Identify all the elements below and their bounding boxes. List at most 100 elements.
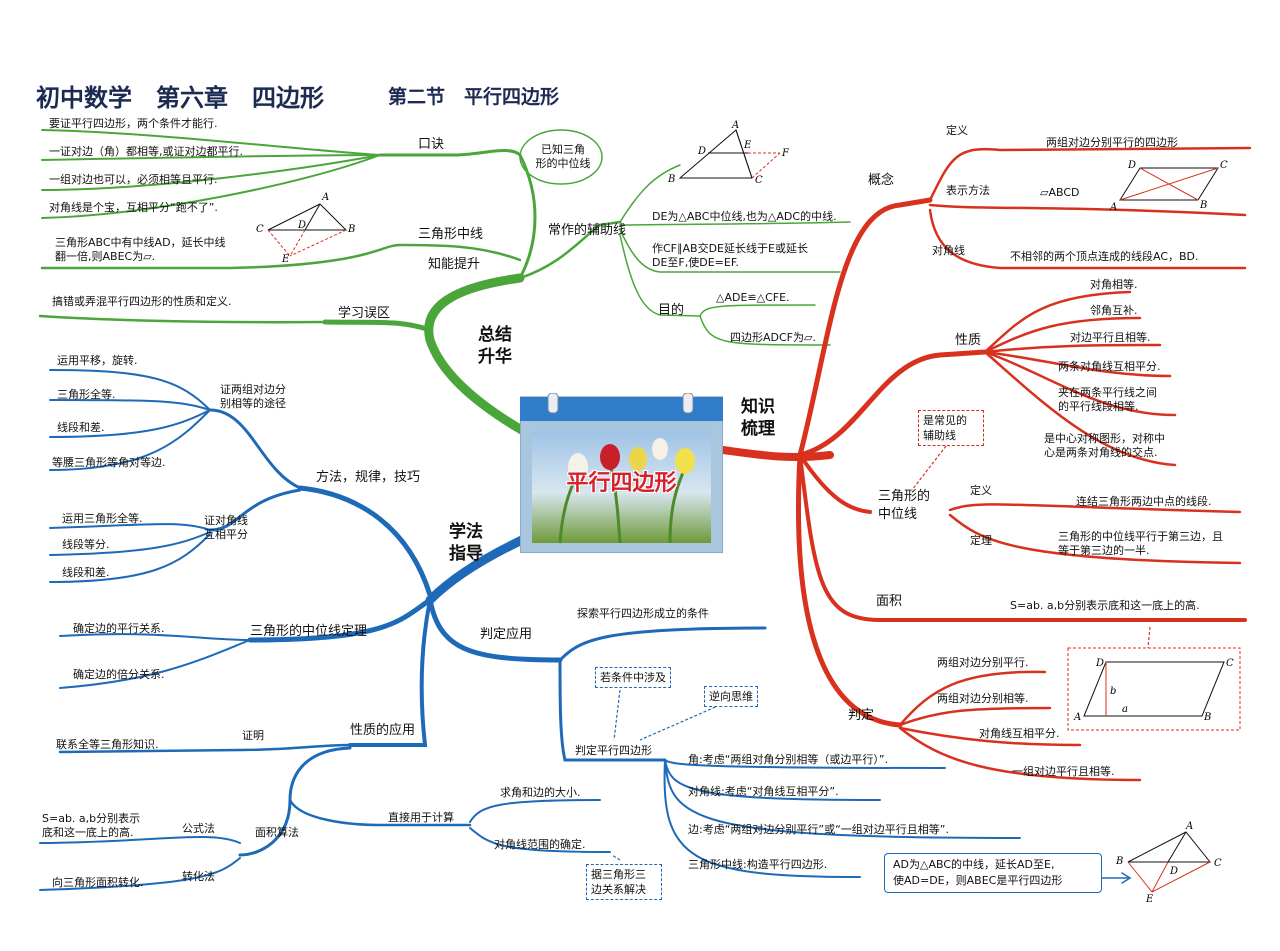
formula-label: 公式法	[182, 822, 215, 835]
area-text: S=ab. a,b分别表示底和这一底上的高.	[1010, 599, 1200, 612]
fig2-label: C	[256, 224, 264, 235]
fig5-label: E	[1145, 894, 1154, 905]
midline-note: 是常见的辅助线	[918, 410, 984, 446]
methods-g2-item: 线段等分.	[62, 538, 110, 551]
koujue-item: 一证对边（角）都相等,或证对边都平行.	[49, 145, 243, 158]
green-midline-text: 三角形ABC中有中线AD，延长中线翻一倍,则ABEC为▱.	[55, 236, 226, 263]
methods-g2-label[interactable]: 证对角线互相平分	[204, 514, 248, 541]
midtheorem-item: 确定边的平行关系.	[73, 622, 165, 635]
page-title: 初中数学 第六章 四边形	[36, 84, 324, 112]
proof-label[interactable]: 证明	[242, 729, 264, 742]
red-branches	[719, 146, 1252, 782]
green-branches	[38, 129, 851, 437]
fig3-label: C	[1220, 160, 1228, 171]
judgeapp-item: 角:考虑“两组对角分别相等（或边平行）”.	[688, 753, 889, 766]
formula-text: S=ab. a,b分别表示底和这一底上的高.	[42, 812, 141, 839]
aux-purpose-2: 四边形ADCF为▱.	[730, 331, 816, 344]
green-midline-label[interactable]: 三角形中线	[418, 227, 484, 242]
judgeapp-note2: 逆向思维	[704, 686, 758, 707]
mistake-text: 搞错或弄混平行四边形的性质和定义.	[52, 295, 232, 308]
area-method-label[interactable]: 面积算法	[255, 826, 299, 839]
figure-triangle-median: A C D B E	[256, 192, 355, 265]
judge-item: 一组对边平行且相等.	[1012, 765, 1115, 778]
koujue-item: 要证平行四边形，两个条件才能行.	[49, 117, 218, 130]
koujue-item: 一组对边也可以，必须相等且平行.	[49, 173, 218, 186]
judgeapp-item: 三角形中线:构造平行四边形.	[688, 858, 828, 871]
methods-label[interactable]: 方法，规律，技巧	[316, 470, 421, 485]
center-title: 平行四边形	[566, 471, 677, 496]
fig2-label: B	[347, 224, 355, 235]
fig4-label: a	[1122, 704, 1128, 715]
props-item: 对角相等.	[1090, 278, 1138, 291]
concept-notation-label: 表示方法	[946, 184, 990, 197]
fig2-label: A	[321, 192, 329, 203]
judgeapp-judge[interactable]: 判定平行四边形	[575, 744, 652, 757]
fig2-label: D	[297, 220, 306, 231]
calc-item: 求角和边的大小.	[500, 786, 581, 799]
midtheorem-label[interactable]: 三角形的中位线定理	[250, 624, 368, 639]
judgeapp-explore: 探索平行四边形成立的条件	[577, 607, 709, 620]
fig5-label: C	[1214, 858, 1222, 869]
fig3-label: B	[1199, 200, 1207, 211]
aux-label[interactable]: 常作的辅助线	[548, 223, 627, 238]
hub-method[interactable]: 学法指导	[449, 522, 483, 564]
concept-def-label: 定义	[946, 124, 968, 137]
methods-g1-item: 运用平移，旋转.	[57, 354, 138, 367]
aux-line1: DE为△ABC中位线,也为△ADC的中线.	[652, 210, 837, 223]
judgeapp-label[interactable]: 判定应用	[480, 627, 533, 642]
figure-triangle-midline: A D E F B C	[667, 120, 790, 186]
koujue-label[interactable]: 口诀	[418, 137, 445, 152]
red-midline-label[interactable]: 三角形的中位线	[878, 489, 931, 522]
fig4-label: B	[1203, 712, 1211, 723]
judge-item: 两组对边分别相等.	[937, 692, 1029, 705]
calc-label[interactable]: 直接用于计算	[388, 811, 454, 824]
concept-diag-text: 不相邻的两个顶点连成的线段AC，BD.	[1010, 250, 1199, 263]
concept-label[interactable]: 概念	[868, 173, 895, 188]
red-midline-def-label: 定义	[970, 484, 992, 497]
section-title: 第二节 平行四边形	[388, 86, 560, 108]
methods-g2-item: 运用三角形全等.	[62, 512, 143, 525]
aux-purpose[interactable]: 目的	[658, 303, 685, 318]
fig1-label: F	[781, 148, 790, 159]
red-midline-thm-text: 三角形的中位线平行于第三边，且等于第三边的一半.	[1058, 530, 1223, 557]
hub-summary[interactable]: 总结升华	[478, 325, 512, 367]
fig5-label: D	[1169, 866, 1178, 877]
improve-label[interactable]: 知能提升	[428, 257, 481, 272]
dashed-connectors	[611, 445, 1151, 861]
props-item: 夹在两条平行线之间的平行线段相等.	[1058, 386, 1157, 413]
center-card: 平行四边形	[519, 392, 724, 554]
calc-note: 据三角形三边关系解决	[586, 864, 662, 900]
fig1-label: E	[743, 140, 752, 151]
fig1-label: D	[697, 146, 706, 157]
fig4-label: C	[1226, 658, 1234, 669]
koujue-item: 对角线是个宝，互相平分“跑不了”.	[49, 201, 218, 214]
blue-branches	[39, 369, 1132, 891]
fig1-label: A	[731, 120, 739, 131]
judge-item: 两组对边分别平行.	[937, 656, 1029, 669]
concept-def-text: 两组对边分别平行的四边形	[1046, 136, 1178, 149]
props-item: 是中心对称图形，对称中心是两条对角线的交点.	[1044, 432, 1165, 459]
props-label[interactable]: 性质	[955, 333, 982, 348]
fig1-label: C	[755, 175, 763, 186]
mistake-label[interactable]: 学习误区	[338, 306, 391, 321]
methods-g2-item: 线段和差.	[62, 566, 110, 579]
judgeapp-item: 对角线:考虑“对角线互相平分”.	[688, 785, 839, 798]
hub-knowledge[interactable]: 知识梳理	[741, 397, 775, 439]
judgeapp-item: 边:考虑“两组对边分别平行”或“一组对边平行且相等”.	[688, 823, 949, 836]
fig4-label: b	[1110, 686, 1116, 697]
judgeapp-note1: 若条件中涉及	[595, 667, 671, 688]
fig5-label: B	[1115, 856, 1123, 867]
fig2-label: E	[281, 254, 290, 265]
fig4-label: A	[1073, 712, 1081, 723]
judge-label[interactable]: 判定	[848, 708, 875, 723]
methods-g1-label[interactable]: 证两组对边分别相等的途径	[220, 383, 286, 410]
fig4-label: D	[1095, 658, 1104, 669]
propapp-label[interactable]: 性质的应用	[350, 723, 416, 738]
area-label[interactable]: 面积	[876, 594, 903, 609]
calendar-illustration	[519, 392, 724, 554]
judge-item: 对角线互相平分.	[979, 727, 1060, 740]
methods-g1-item: 三角形全等.	[57, 388, 116, 401]
concept-diag-label: 对角线	[932, 244, 965, 257]
